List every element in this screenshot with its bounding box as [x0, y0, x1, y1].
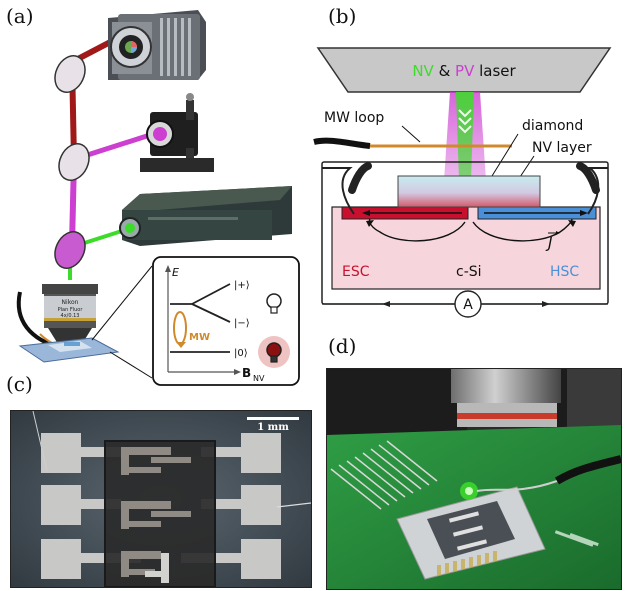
micrograph-image: [11, 411, 311, 587]
camera-icon: [108, 10, 206, 80]
sample-chip-icon: [18, 337, 120, 363]
field-axis-subscript: NV: [253, 374, 265, 383]
objective-model: Plan Fluor: [58, 307, 84, 313]
hsc-label: HSC: [550, 264, 579, 280]
pv-laser-mount-icon: [140, 93, 214, 172]
nv-layer-label: NV layer: [532, 140, 592, 156]
svg-text:NV & PV laser: NV & PV laser: [412, 62, 516, 80]
energy-level-inset: E B NV |+⟩ |−⟩ |0⟩ MW: [152, 256, 300, 386]
scale-bar-label: 1 mm: [257, 422, 289, 433]
scale-bar: [247, 417, 299, 420]
mw-transition-label: MW: [189, 332, 210, 343]
mirror-icon: [58, 143, 90, 181]
laser-label-pv: PV: [455, 62, 475, 80]
objective-housing: [316, 47, 612, 93]
state-minus-label: |−⟩: [234, 318, 250, 329]
ammeter-label: A: [463, 297, 473, 313]
ammeter-symbol: [454, 290, 482, 318]
diamond-label: diamond: [522, 118, 583, 134]
panel-c-micrograph: 1 mm: [10, 410, 312, 588]
c-si-substrate: [331, 206, 601, 290]
diamond-plate: [397, 175, 541, 208]
laser-label-suffix: laser: [474, 62, 516, 80]
state-zero-label: |0⟩: [234, 348, 248, 359]
dichroic-mirror-icon: [54, 231, 86, 269]
mirror-icon: [54, 55, 86, 93]
objective-spec: 4x/0.13: [61, 313, 80, 319]
panel-a-setup: Nikon Plan Fluor 4x/0.13: [16, 10, 292, 379]
panel-label-d: (d): [328, 334, 357, 358]
current-density-label: J: [545, 234, 552, 252]
nv-laser-icon: [119, 186, 292, 246]
laser-label-amp: &: [434, 62, 455, 80]
esc-label: ESC: [342, 264, 370, 280]
panel-label-b: (b): [328, 4, 357, 28]
objective-brand: Nikon: [62, 299, 79, 306]
dim-bulb-icon: [258, 336, 290, 368]
state-plus-label: |+⟩: [234, 280, 250, 291]
mw-loop-label: MW loop: [324, 110, 384, 126]
panel-d-photo: [326, 368, 622, 590]
field-axis-label: B: [242, 366, 251, 380]
panel-b-device-schematic: NV & PV laser MW loop diamond NV layer: [313, 47, 612, 318]
mw-loop-cable: [313, 137, 371, 149]
c-si-label: c-Si: [456, 264, 482, 280]
bright-bulb-icon: [266, 293, 282, 314]
panel-label-a: (a): [6, 4, 34, 28]
panel-label-c: (c): [6, 372, 33, 396]
laser-label-nv: NV: [412, 62, 434, 80]
setup-photo-image: [327, 369, 621, 589]
energy-axis-label: E: [172, 266, 179, 279]
